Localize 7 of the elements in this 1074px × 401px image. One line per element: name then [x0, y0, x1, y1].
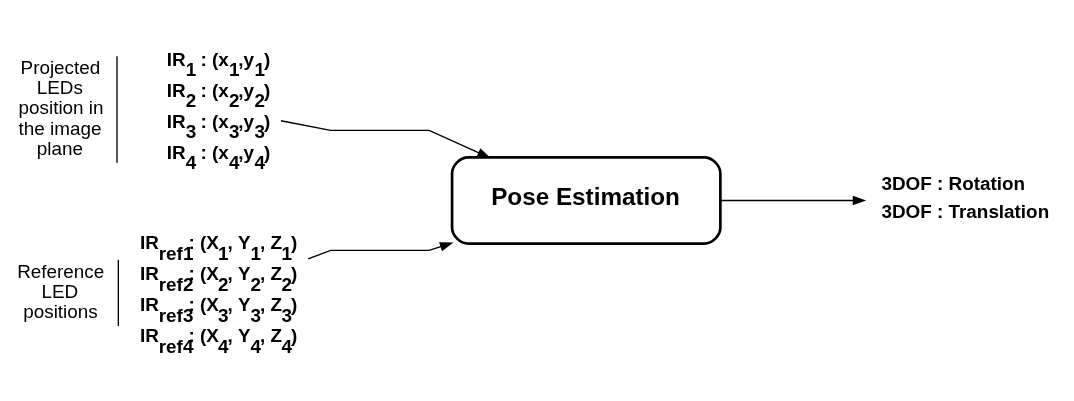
- arrow: [280, 120, 491, 159]
- node-label: Projected LEDs position in the image plane: [18, 57, 104, 159]
- node-text: 3DOF : Rotation 3DOF : Translation: [881, 172, 1050, 223]
- node-box: Pose Estimation: [450, 156, 722, 245]
- arrow: [720, 195, 867, 206]
- node-label: Reference LED positions: [17, 260, 105, 323]
- arrow: [307, 242, 454, 260]
